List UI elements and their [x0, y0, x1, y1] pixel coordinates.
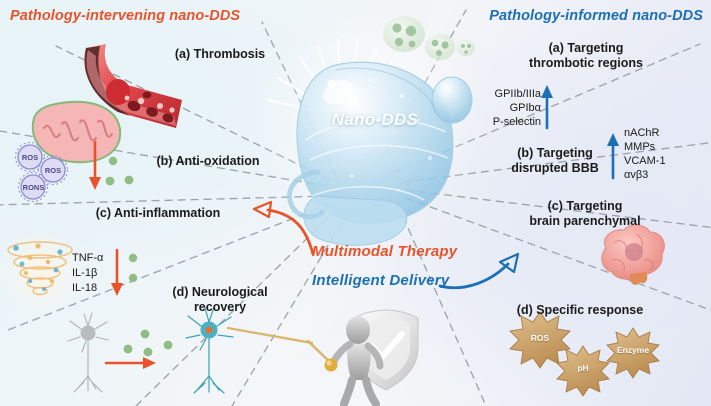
nanoparticle-dots-d	[123, 329, 173, 357]
burst-ros	[509, 311, 571, 369]
mitochondria-icon	[31, 100, 122, 164]
cta-multimodal-therapy: Multimodal Therapy	[312, 243, 458, 260]
panel-label-neurological-recovery-line1: (d) Neurological	[172, 285, 268, 299]
nanoparticle-dots-b	[105, 156, 134, 186]
marker-nachr: nAChR	[624, 127, 660, 139]
anti-oxidation-arrow	[89, 140, 101, 190]
cytokine-il18: IL-18	[72, 282, 98, 294]
marker-gpiba: GPIbα	[509, 102, 541, 114]
marker-mmps: MMPs	[624, 141, 656, 153]
neuron-recovery-arrow	[104, 357, 156, 369]
header-left: Pathology-intervening nano-DDS	[10, 8, 241, 24]
cytokine-tnfa: TNF-α	[72, 252, 104, 264]
stimuli-burst-group	[509, 311, 660, 397]
up-arrow-blue-thrombotic	[541, 85, 553, 130]
panel-label-thrombosis: (a) Thrombosis	[174, 47, 266, 61]
anti-inflammation-arrow	[111, 248, 123, 296]
blood-vessel-thrombus-icon	[84, 44, 182, 128]
cytokine-vortex-icon	[0, 234, 80, 310]
panel-label-anti-oxidation: (b) Anti-oxidation	[156, 154, 260, 168]
burst-ph	[556, 345, 610, 397]
nano-vesicle-icon	[287, 61, 473, 246]
brain-icon	[601, 224, 665, 285]
panel-label-targeting-thrombotic-line2: thrombotic regions	[529, 56, 643, 70]
damaged-neuron-icon	[67, 312, 109, 393]
panel-label-neurological-recovery-line2: recovery	[193, 300, 247, 314]
nanoparticle-cluster-icon	[383, 16, 475, 60]
nanoparticle-dots-c	[128, 253, 138, 283]
marker-pselectin: P-selectin	[492, 116, 541, 128]
burst-enzyme	[606, 327, 660, 379]
panel-label-targeting-parenchymal-line1: (c) Targeting	[547, 199, 623, 213]
cta-intelligent-delivery: Intelligent Delivery	[312, 272, 450, 289]
panel-label-targeting-bbb-line1: (b) Targeting	[517, 146, 593, 160]
center-nano-label: Nano-DDS	[331, 110, 419, 129]
up-arrow-blue-bbb	[607, 133, 619, 180]
panel-label-targeting-bbb-line2: disrupted BBB	[511, 161, 599, 175]
marker-vcam1: VCAM-1	[624, 155, 666, 167]
humanoid-with-spear-icon	[226, 316, 384, 406]
marker-gpiibiiia: GPIIb/IIIa	[494, 88, 541, 100]
panel-label-targeting-parenchymal-line2: brain parenchymal	[529, 214, 641, 228]
panel-label-anti-inflammation: (c) Anti-inflammation	[95, 206, 221, 220]
cytokine-il1b: IL-1β	[72, 267, 98, 279]
healthy-neuron-icon	[185, 306, 234, 394]
marker-avb3: αvβ3	[624, 169, 649, 181]
panel-label-specific-response: (d) Specific response	[516, 303, 644, 317]
ros-species-group	[14, 141, 69, 203]
multimodal-therapy-arrow	[252, 200, 315, 256]
panel-label-targeting-thrombotic-line1: (a) Targeting	[548, 41, 624, 55]
intelligent-delivery-arrow	[438, 252, 520, 290]
header-right: Pathology-informed nano-DDS	[489, 8, 703, 24]
